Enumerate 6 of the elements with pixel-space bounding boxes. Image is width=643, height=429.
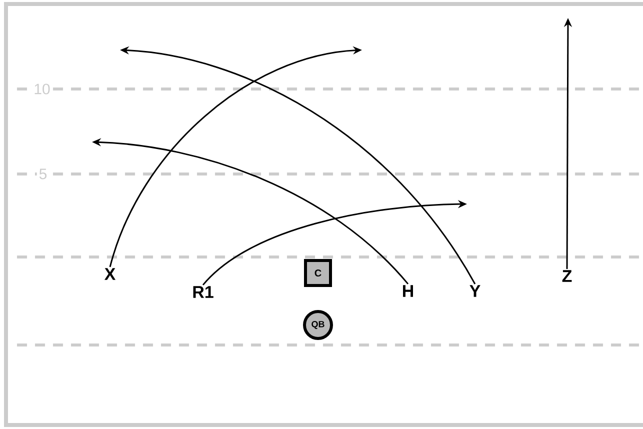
player-label: R1 bbox=[193, 286, 214, 298]
player-label: X bbox=[104, 268, 116, 280]
center-square: C bbox=[304, 259, 332, 287]
player-label: Z bbox=[562, 270, 572, 282]
player-label: H bbox=[403, 285, 413, 297]
player-label: Y bbox=[470, 285, 480, 297]
